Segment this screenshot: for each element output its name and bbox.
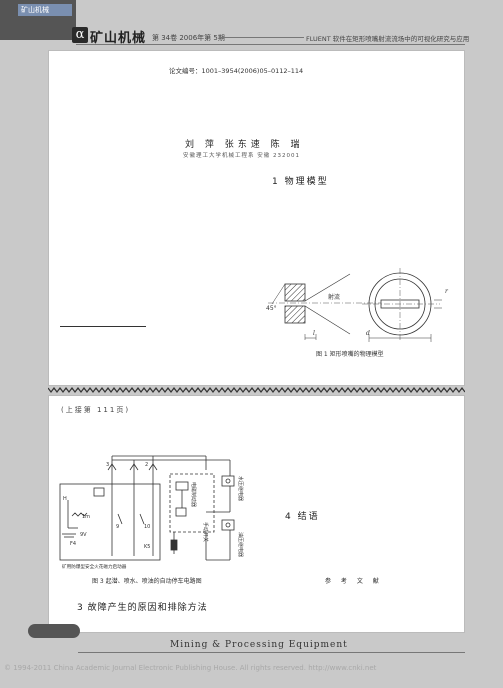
label-h: H [63, 496, 67, 502]
label-9v: 9V [80, 532, 87, 538]
angle-label: 45° [266, 305, 277, 312]
figure-3-circuit-diagram: 3 2 H 1m 9 10 K5 F4 9V 矿用防爆型安全火花磁力启动器 电磁… [59, 455, 244, 570]
header-divider [76, 44, 465, 45]
radius-label: r [445, 288, 449, 295]
footer-tab [28, 624, 80, 638]
page-lower [48, 395, 465, 633]
issue-info: 第 34卷 2006年第 5期 [152, 34, 225, 42]
terminal-label-2: 2 [145, 462, 148, 468]
page-upper [48, 50, 465, 386]
figure-1-caption: 图 1 矩形喷嘴的物理模型 [316, 351, 384, 358]
label-oil-relay: 油压继电器 [237, 532, 244, 557]
figure-1-nozzle-diagram: 45° 射流 l d r [266, 268, 449, 342]
logo-badge: 矿山机械 [18, 4, 72, 16]
journal-english-name: Mining & Processing Equipment [170, 640, 348, 650]
section-heading-3: 3 故障产生的原因和排除方法 [77, 603, 208, 613]
label-hand-switch: 手动开关 [202, 522, 209, 542]
label-9: 9 [116, 524, 119, 530]
jet-label: 射流 [328, 293, 340, 301]
section-heading-1: 1 物理模型 [272, 177, 329, 187]
label-10: 10 [144, 524, 150, 530]
label-brake: 电磁制动器 [190, 482, 197, 507]
label-k5: K5 [144, 544, 150, 550]
page-break-divider [48, 387, 465, 393]
article-number: 论文编号：1001–3954(2006)05–0112–114 [169, 67, 304, 75]
affiliation: 安徽理工大学机械工程系 安徽 232001 [183, 153, 300, 159]
continued-note: (上接第 111页) [61, 406, 131, 414]
terminal-label-3: 3 [106, 462, 109, 468]
length-label: l [313, 330, 315, 337]
label-water-relay: 水压继电器 [237, 476, 244, 501]
journal-name: 矿山机械 [90, 31, 147, 46]
running-title: FLUENT 软件在矩形喷嘴射流流场中的可视化研究与应用 [306, 35, 470, 43]
journal-logo-icon: α [72, 27, 88, 43]
label-1m: 1m [82, 514, 90, 520]
footer-rule [78, 652, 465, 653]
nozzle-side-view [268, 273, 382, 340]
copyright-notice: © 1994-2011 China Academic Journal Elect… [4, 664, 377, 672]
authors: 刘 萍 张东速 陈 瑞 [185, 140, 304, 150]
references-heading: 参 考 文 献 [325, 578, 383, 585]
header-rule [220, 37, 304, 38]
nozzle-front-view [362, 268, 442, 342]
figure-3-caption: 图 3 起潜、喷水、喷油的自动停车电路图 [92, 578, 202, 585]
section-heading-4: 4 结语 [285, 512, 320, 522]
footnote-rule [60, 326, 146, 327]
starter-caption: 矿用防爆型安全火花磁力启动器 [62, 563, 127, 570]
label-f4: F4 [70, 541, 76, 547]
diameter-label: d [366, 330, 370, 337]
